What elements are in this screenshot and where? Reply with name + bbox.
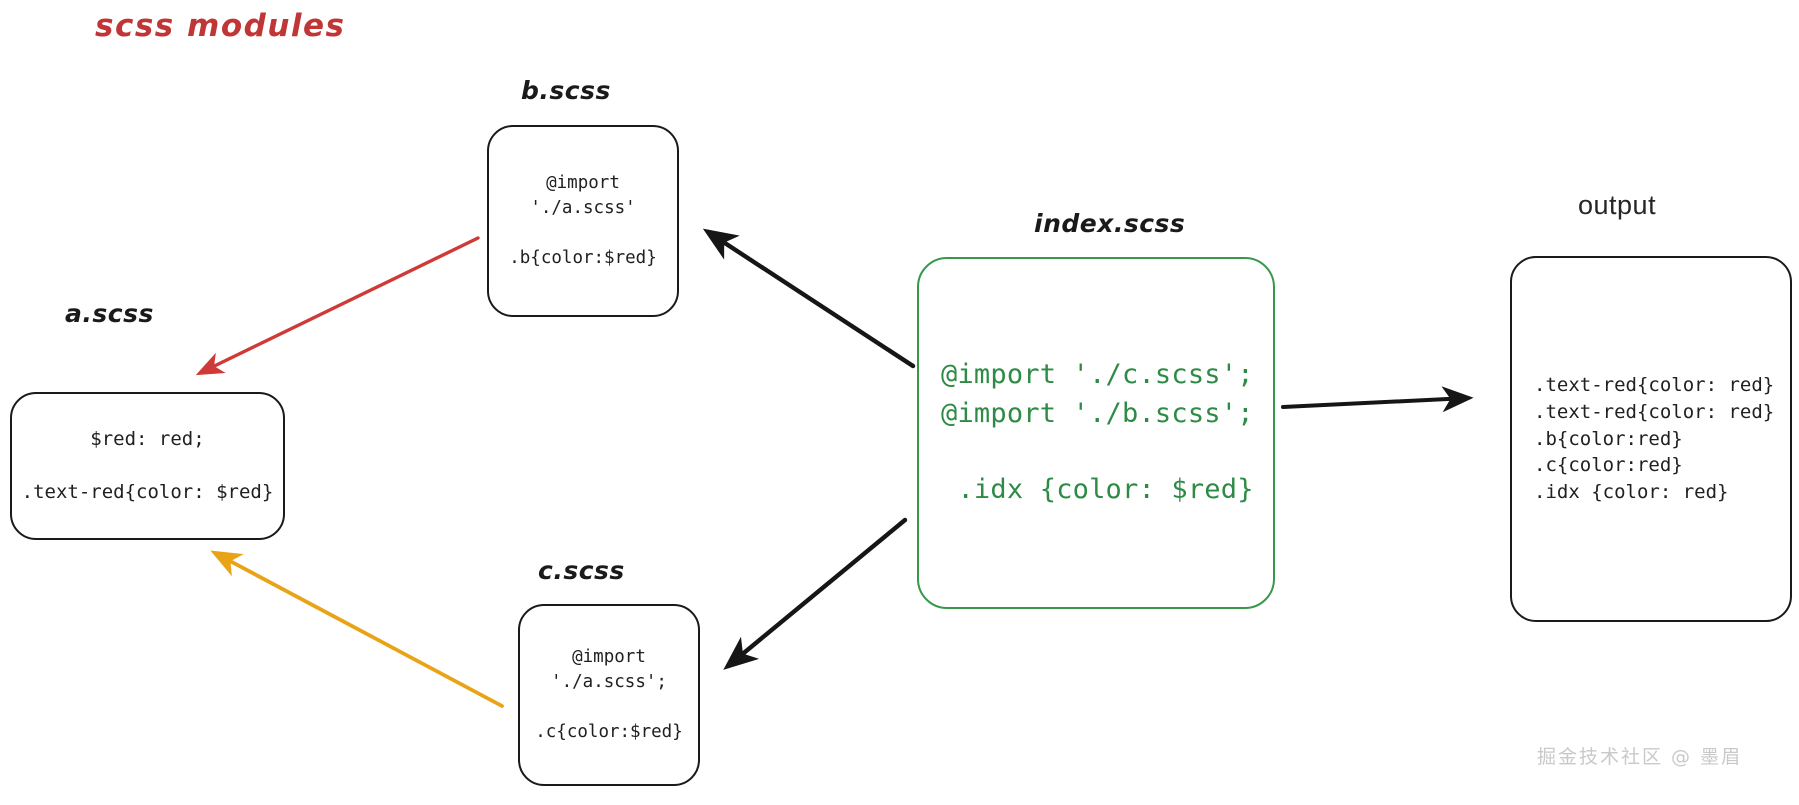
code-line: $red: red; [90, 427, 205, 450]
code-line-blank [12, 453, 283, 480]
edge-index-produces-output [1281, 386, 1474, 413]
node-box-index-scss[interactable]: @import './c.scss'; @import './b.scss'; … [917, 257, 1275, 609]
edge-index-imports-c [723, 517, 908, 670]
code-line: .b{color:red} [1534, 427, 1683, 450]
node-label-output: output [1578, 190, 1657, 220]
code-line-blank [489, 221, 677, 246]
edge-c-imports-a [210, 550, 504, 708]
node-label-index-scss: index.scss [1034, 209, 1186, 238]
edge-b-imports-a [195, 236, 480, 376]
code-line: .c{color:$red} [535, 721, 683, 742]
page-title: scss modules [95, 8, 346, 44]
code-line: .idx {color: $red} [941, 474, 1254, 506]
code-line: './a.scss'; [551, 672, 667, 693]
node-label-c-scss: c.scss [538, 556, 625, 585]
code-line: .text-red{color: $red} [21, 481, 274, 504]
code-line: .idx {color: red} [1534, 481, 1729, 504]
code-line-blank [941, 433, 1273, 471]
code-line: .c{color:red} [1534, 454, 1683, 477]
code-line: @import './b.scss'; [941, 397, 1254, 429]
node-box-output[interactable]: .text-red{color: red} .text-red{color: r… [1510, 256, 1792, 622]
watermark: 掘金技术社区 @ 墨眉 [1537, 746, 1743, 768]
edge-index-imports-b [702, 228, 916, 369]
node-box-b-scss[interactable]: @import './a.scss' .b{color:$red} [487, 125, 679, 317]
code-line: @import './c.scss'; [941, 359, 1254, 391]
code-line: .text-red{color: red} [1534, 400, 1775, 423]
node-box-a-scss[interactable]: $red: red; .text-red{color: $red} [10, 392, 285, 540]
code-line-blank [520, 695, 698, 720]
code-line: @import [572, 647, 646, 668]
code-line: './a.scss' [530, 198, 636, 219]
code-line: .text-red{color: red} [1534, 373, 1775, 396]
code-line: @import [546, 173, 620, 194]
node-label-a-scss: a.scss [65, 299, 154, 328]
code-line: .b{color:$red} [509, 247, 657, 268]
node-label-b-scss: b.scss [521, 76, 611, 105]
node-box-c-scss[interactable]: @import './a.scss'; .c{color:$red} [518, 604, 700, 786]
